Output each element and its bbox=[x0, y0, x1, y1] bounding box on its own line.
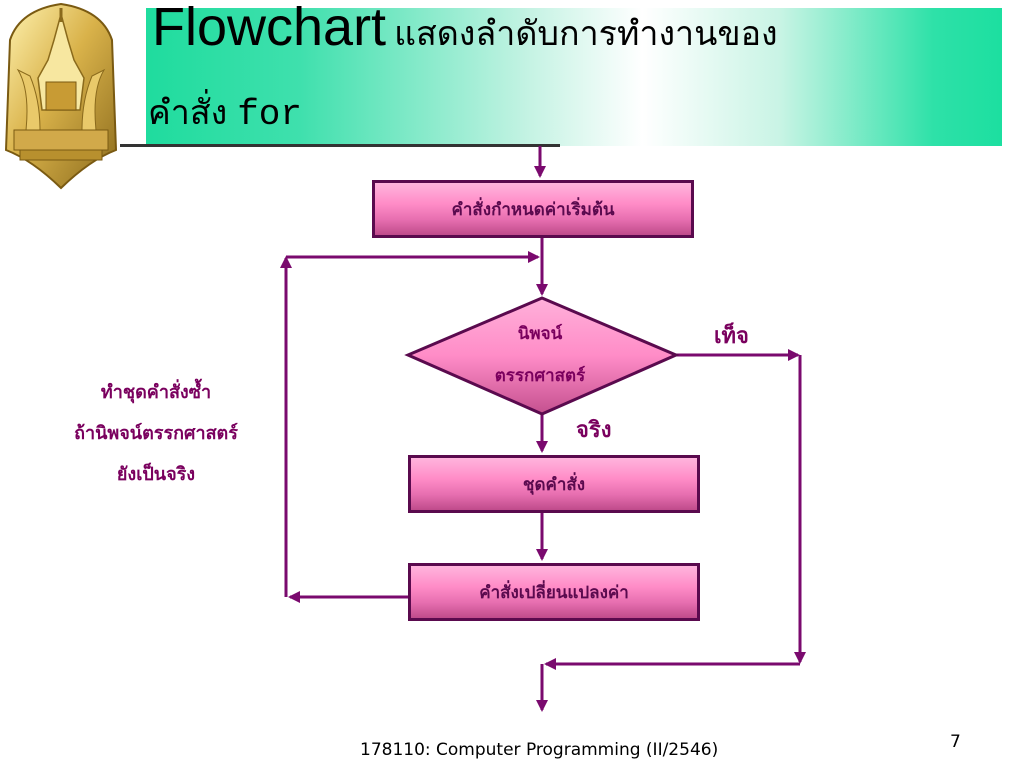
condition-label-line2: ตรรกศาสตร์ bbox=[494, 366, 586, 386]
note-line-1: ทำชุดคำสั่งซ้ำ bbox=[100, 382, 212, 403]
title-underline bbox=[120, 144, 560, 147]
false-branch-label: เท็จ bbox=[714, 324, 749, 349]
course-footer: 178110: Computer Programming (II/2546) bbox=[360, 740, 719, 760]
true-branch-label: จริง bbox=[576, 418, 612, 443]
title-main: Flowchart bbox=[152, 0, 387, 57]
title-keyword-for: for bbox=[237, 94, 303, 135]
statement-block-box: ชุดคำสั่ง bbox=[408, 455, 700, 513]
condition-diamond bbox=[404, 296, 680, 416]
init-statement-label: คำสั่งกำหนดค่าเริ่มต้น bbox=[451, 199, 615, 220]
condition-label-line1: นิพจน์ bbox=[517, 324, 563, 344]
note-line-2: ถ้านิพจน์ตรรกศาสตร์ bbox=[74, 423, 238, 444]
university-emblem-icon bbox=[4, 2, 118, 190]
loop-explanation-note: ทำชุดคำสั่งซ้ำ ถ้านิพจน์ตรรกศาสตร์ ยังเป… bbox=[36, 372, 276, 495]
init-statement-box: คำสั่งกำหนดค่าเริ่มต้น bbox=[372, 180, 694, 238]
update-statement-box: คำสั่งเปลี่ยนแปลงค่า bbox=[408, 563, 700, 621]
title-command-word: คำสั่ง bbox=[148, 93, 228, 133]
update-statement-label: คำสั่งเปลี่ยนแปลงค่า bbox=[479, 582, 629, 603]
title-banner bbox=[146, 8, 1002, 146]
statement-block-label: ชุดคำสั่ง bbox=[522, 474, 586, 495]
title-subtitle: แสดงลำดับการทำงานของ bbox=[394, 14, 778, 54]
note-line-3: ยังเป็นจริง bbox=[116, 464, 196, 485]
page-number: 7 bbox=[950, 732, 961, 752]
